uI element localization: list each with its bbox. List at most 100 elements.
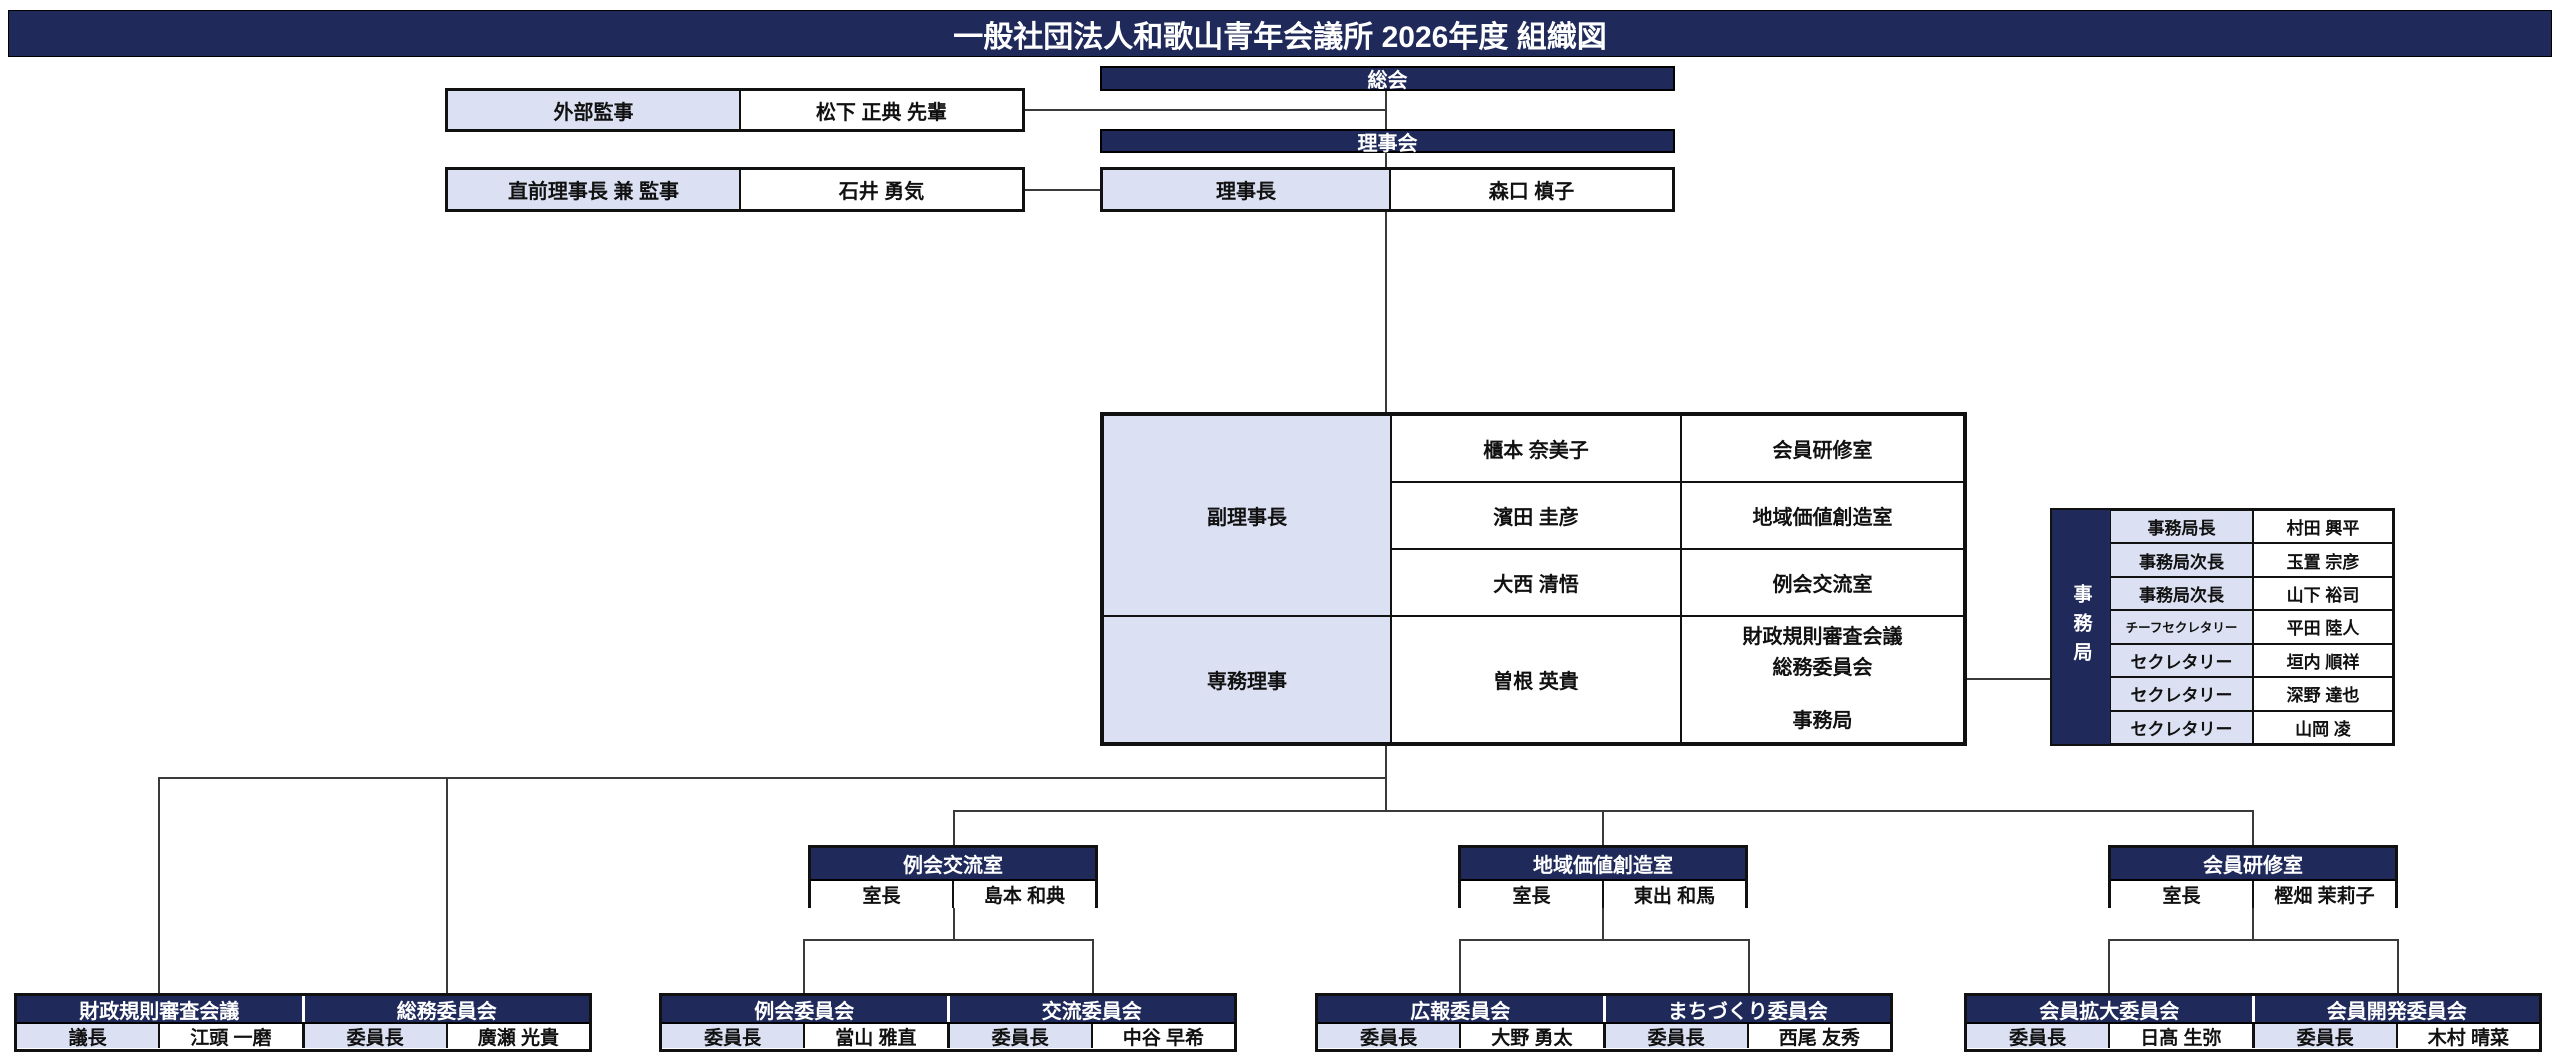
jimukyoku-rows: 事務局長 村田 興平 事務局次長 玉置 宗彦 事務局次長 山下 裕司 チーフセク… [2110,510,2393,744]
committee-chair-name: 中谷 早希 [1092,1024,1234,1049]
jimukyoku-role: セクレタリー [2110,643,2253,678]
jimukyoku-row: セクレタリー 山岡 凌 [2110,710,2393,744]
jimukyoku-role: 事務局次長 [2110,576,2253,611]
connector [1025,109,1386,111]
gaibu-kanji-role: 外部監事 [448,91,741,129]
jimukyoku-role: セクレタリー [2110,710,2253,744]
connector [1385,91,1387,129]
jimukyoku-name: 村田 興平 [2253,510,2393,544]
room-chief-name: 樫畑 茉莉子 [2254,881,2395,908]
jimukyoku-row: 事務局次長 玉置 宗彦 [2110,543,2393,577]
jimukyoku-role: 事務局長 [2110,510,2253,544]
jimukyoku-row: 事務局長 村田 興平 [2110,510,2393,544]
connector [446,777,448,993]
committee-pair-reikai-koryu: 例会委員会 交流委員会 委員長 當山 雅直 委員長 中谷 早希 [659,993,1237,1052]
committee-chair-name: 大野 勇太 [1461,1024,1606,1049]
connector [1602,908,1604,940]
connector [2108,939,2110,993]
connector [1025,189,1100,191]
room-role: 室長 [1461,881,1604,908]
soukai-box: 総会 [1100,66,1675,92]
jimukyoku-name: 垣内 順祥 [2253,643,2393,678]
connector [158,777,1387,779]
committee-chair-name: 當山 雅直 [805,1024,950,1049]
jimukyoku-name: 山岡 凌 [2253,710,2393,744]
fuku-name: 櫃本 奈美子 [1391,415,1681,482]
jimukyoku-name: 深野 達也 [2253,677,2393,711]
senmu-duties: 財政規則審査会議 総務委員会 事務局 [1681,616,1964,743]
committee-role: 委員長 [662,1024,806,1049]
fuku-room: 会員研修室 [1681,415,1964,482]
committee-role: 委員長 [1605,1024,1749,1049]
jimukyoku-name: 山下 裕司 [2253,576,2393,611]
page-title-bar: 一般社団法人和歌山青年会議所 2026年度 組織図 [8,10,2552,57]
chokuzen-box: 直前理事長 兼 監事 石井 勇気 [445,167,1025,212]
connector [1459,939,1461,993]
jimukyoku-side-label-wrap: 事務局 [2052,510,2110,744]
fuku-room: 例会交流室 [1681,549,1964,616]
connector [2397,939,2399,993]
committee-title: 会員開発委員会 [2326,1000,2467,1023]
room-title: 例会交流室 [811,848,1095,881]
rijicho-box: 理事長 森口 槙子 [1100,167,1675,212]
senmu-name: 曽根 英貴 [1391,616,1681,743]
committee-role: 委員長 [949,1024,1093,1049]
connector [2252,908,2254,940]
committee-pair-koho-machizukuri: 広報委員会 まちづくり委員会 委員長 大野 勇太 委員長 西尾 友秀 [1315,993,1893,1052]
committee-role: 委員長 [2254,1024,2398,1049]
fuku-name: 大西 清悟 [1391,549,1681,616]
senmu-riji-label: 専務理事 [1103,616,1391,743]
fuku-room: 地域価値創造室 [1681,482,1964,549]
committee-pair-zaisei-somu: 財政規則審査会議 総務委員会 議長 江頭 一磨 委員長 廣瀬 光貴 [14,993,592,1052]
committee-chair-name: 廣瀬 光貴 [447,1024,589,1049]
committee-title: 財政規則審査会議 [17,996,305,1023]
jimukyoku-row: セクレタリー 垣内 順祥 [2110,643,2393,678]
connector [803,939,1094,941]
senmu-duty: 事務局 [1792,710,1853,732]
committee-title: まちづくり委員会 [1667,1000,1828,1023]
rijicho-role: 理事長 [1103,170,1391,209]
room-box-kaiin-kenshu: 会員研修室 室長 樫畑 茉莉子 [2108,845,2398,908]
room-role: 室長 [2111,881,2254,908]
jimukyoku-row: チーフセクレタリー 平田 陸人 [2110,610,2393,644]
connector [1385,153,1387,167]
room-title: 地域価値創造室 [1461,848,1745,881]
committee-title: 交流委員会 [1041,1000,1142,1023]
page-title: 一般社団法人和歌山青年会議所 2026年度 組織図 [953,20,1607,54]
room-box-chiiki-kachi: 地域価値創造室 室長 東出 和馬 [1458,845,1748,908]
connector [953,810,955,845]
committee-pair-kakudai-kaihatsu: 会員拡大委員会 会員開発委員会 委員長 日髙 生弥 委員長 木村 晴菜 [1964,993,2542,1052]
connector [953,908,955,940]
committee-role: 委員長 [304,1024,448,1049]
jimukyoku-role: セクレタリー [2110,677,2253,711]
jimukyoku-side-label: 事務局 [2070,583,2092,671]
committee-chair-name: 江頭 一磨 [160,1024,305,1049]
connector [803,939,805,993]
jimukyoku-name: 平田 陸人 [2253,610,2393,644]
senmu-duty: 総務委員会 [1772,657,1873,679]
connector [2252,810,2254,845]
committee-chair-name: 日髙 生弥 [2110,1024,2255,1049]
committee-role: 委員長 [1967,1024,2111,1049]
connector [1385,212,1387,412]
connector [1967,678,2050,680]
room-title: 会員研修室 [2111,848,2395,881]
rijicho-name: 森口 槙子 [1391,170,1672,209]
connector [1748,939,1750,993]
chokuzen-role: 直前理事長 兼 監事 [448,170,741,209]
committee-title: 例会委員会 [662,996,950,1023]
connector [158,777,160,993]
senmu-duty: 財政規則審査会議 [1742,626,1903,648]
committee-role: 委員長 [1318,1024,1462,1049]
room-role: 室長 [811,881,954,908]
committee-title: 総務委員会 [396,1000,497,1023]
connector [2108,939,2399,941]
chokuzen-name: 石井 勇気 [741,170,1022,209]
gaibu-kanji-name: 松下 正典 先輩 [741,91,1022,129]
connector [1092,939,1094,993]
fuku-name: 濱田 圭彦 [1391,482,1681,549]
jimukyoku-role: チーフセクレタリー [2110,610,2253,644]
committee-chair-name: 西尾 友秀 [1748,1024,1890,1049]
fuku-rijicho-label: 副理事長 [1103,415,1391,616]
